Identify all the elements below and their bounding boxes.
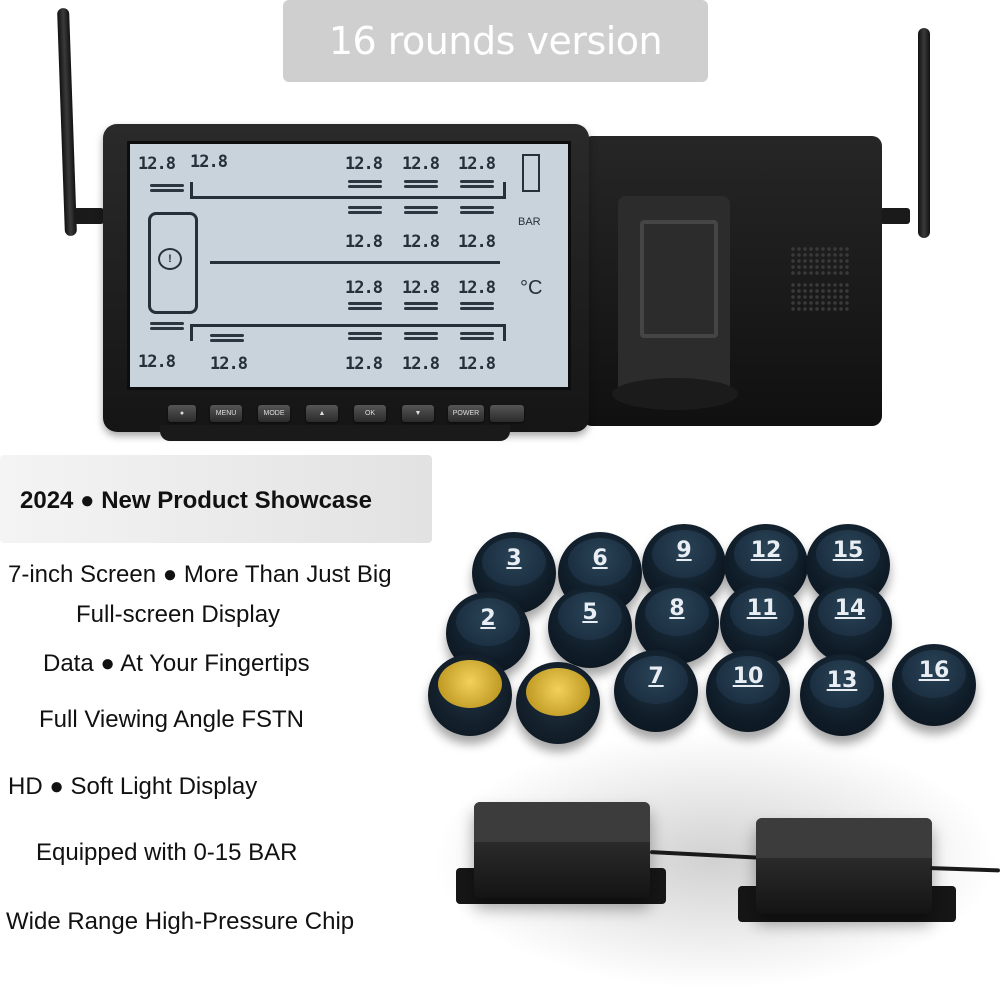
- button-row: ● MENU MODE ▲ OK ▼ POWER: [168, 405, 530, 425]
- tire-indicator: [404, 180, 438, 194]
- battery-icon: [522, 154, 540, 192]
- right-antenna-base: [880, 208, 910, 224]
- center-divider: [210, 261, 500, 264]
- tire-indicator: [348, 180, 382, 194]
- lcd-reading: 12.8: [138, 154, 176, 174]
- right-antenna: [918, 28, 930, 238]
- mount-bracket-frame: [640, 220, 718, 338]
- showcase-banner: [0, 455, 432, 543]
- lcd-reading: 12.8: [345, 232, 383, 252]
- tire-indicator: [348, 332, 382, 346]
- temperature-unit: °C: [520, 277, 543, 299]
- power-button[interactable]: POWER: [448, 405, 484, 422]
- lcd-reading: 12.8: [402, 232, 440, 252]
- version-banner: 16 rounds version: [283, 0, 708, 82]
- down-button[interactable]: ▼: [402, 405, 434, 422]
- tire-indicator: [150, 322, 184, 336]
- tire-sensor: 13: [800, 654, 884, 736]
- usb-slot: [490, 405, 524, 422]
- sensor-brass-valve: [428, 654, 512, 736]
- lcd-reading: 12.8: [345, 354, 383, 374]
- axle-bracket: [190, 324, 506, 341]
- feature-line: Equipped with 0-15 BAR: [36, 839, 298, 866]
- lcd-reading: 12.8: [402, 278, 440, 298]
- lcd-reading: 12.8: [458, 232, 496, 252]
- feature-line: Full-screen Display: [76, 601, 281, 628]
- version-label: 16 rounds version: [328, 19, 663, 63]
- tire-indicator: [460, 206, 494, 220]
- tire-indicator: [404, 206, 438, 220]
- axle-bracket: [190, 182, 506, 199]
- left-antenna-base: [74, 208, 104, 224]
- lcd-reading: 12.8: [190, 152, 228, 172]
- speaker-grille-bottom: [790, 282, 850, 312]
- lcd-screen: 12.8 12.8 12.8 12.8 12.8 12.8 12.8 12.8 …: [127, 141, 571, 390]
- tire-sensor: 16: [892, 644, 976, 726]
- lcd-reading: 12.8: [458, 278, 496, 298]
- feature-line: Data ● At Your Fingertips: [43, 650, 310, 677]
- lcd-reading: 12.8: [402, 154, 440, 174]
- truck-cab-icon: [148, 212, 198, 314]
- speaker-grille-top: [790, 246, 850, 276]
- tire-indicator: [150, 184, 184, 198]
- tire-indicator: [348, 302, 382, 316]
- menu-button[interactable]: MENU: [210, 405, 242, 422]
- lcd-reading: 12.8: [458, 154, 496, 174]
- tire-indicator: [404, 302, 438, 316]
- tire-indicator: [460, 302, 494, 316]
- tire-indicator: [348, 206, 382, 220]
- lcd-reading: 12.8: [138, 352, 176, 372]
- feature-line: 7-inch Screen ● More Than Just Big: [8, 561, 392, 588]
- sensor-brass-valve: [516, 662, 600, 744]
- tire-indicator: [404, 332, 438, 346]
- tire-sensor: 7: [614, 650, 698, 732]
- tire-sensor: 11: [720, 582, 804, 664]
- tire-indicator: [460, 180, 494, 194]
- feature-line: HD ● Soft Light Display: [8, 773, 258, 800]
- lcd-reading: 12.8: [402, 354, 440, 374]
- ok-button[interactable]: OK: [354, 405, 386, 422]
- monitor-base: [160, 425, 510, 441]
- tire-sensor: 10: [706, 650, 790, 732]
- pressure-unit: BAR: [518, 216, 541, 228]
- showcase-title: 2024 ● New Product Showcase: [20, 487, 372, 514]
- feature-line: Full Viewing Angle FSTN: [39, 706, 305, 733]
- tire-indicator: [210, 334, 244, 348]
- up-button[interactable]: ▲: [306, 405, 338, 422]
- lcd-reading: 12.8: [210, 354, 248, 374]
- mode-button[interactable]: MODE: [258, 405, 290, 422]
- mic-icon: ●: [168, 405, 196, 422]
- lcd-reading: 12.8: [345, 154, 383, 174]
- suction-cup: [612, 378, 738, 410]
- tire-indicator: [460, 332, 494, 346]
- lcd-reading: 12.8: [458, 354, 496, 374]
- left-antenna: [57, 7, 77, 237]
- tire-sensor: 14: [808, 582, 892, 664]
- warning-icon: !: [158, 248, 182, 270]
- signal-repeater: [756, 818, 932, 914]
- signal-repeater: [474, 802, 650, 898]
- feature-line: Wide Range High-Pressure Chip: [6, 908, 355, 935]
- lcd-reading: 12.8: [345, 278, 383, 298]
- tire-sensor: 5: [548, 586, 632, 668]
- suction-mount-bracket: [618, 196, 730, 396]
